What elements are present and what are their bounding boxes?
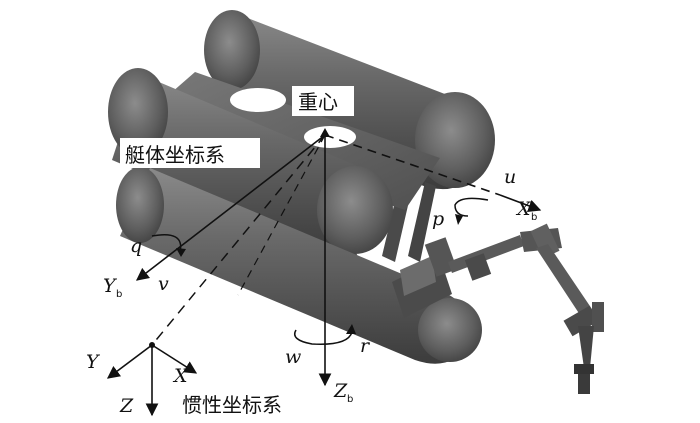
origin-connector bbox=[151, 134, 326, 346]
inertial-x-label: X bbox=[172, 365, 189, 387]
r-rotation-arc bbox=[294, 329, 353, 345]
inertial-z-label: Z bbox=[119, 395, 134, 417]
zb-label: Z bbox=[333, 380, 348, 402]
v-label: v bbox=[158, 273, 169, 295]
xb-label: X bbox=[515, 198, 532, 220]
inertial-y-label: Y bbox=[86, 351, 101, 373]
inertial-x-axis bbox=[151, 344, 198, 374]
yb-subscript: b bbox=[116, 289, 122, 300]
xb-subscript: b bbox=[531, 212, 537, 223]
manipulator-arm bbox=[392, 223, 604, 394]
p-label: p bbox=[432, 208, 444, 230]
xb-axis-tip bbox=[499, 194, 542, 212]
top-hatch-opening-rear bbox=[230, 88, 286, 112]
center-of-gravity-label: 重心 bbox=[298, 90, 338, 114]
body-frame-label: 艇体坐标系 bbox=[125, 143, 225, 167]
zb-subscript: b bbox=[347, 394, 353, 405]
lower-float bbox=[116, 167, 482, 364]
cog-marker bbox=[320, 128, 330, 137]
p-rotation-arc bbox=[454, 197, 489, 217]
inertial-frame-axes bbox=[106, 342, 198, 417]
xb-axis-hidden bbox=[324, 134, 501, 196]
w-label: w bbox=[285, 346, 301, 368]
yb-axis bbox=[135, 134, 326, 281]
r-label: r bbox=[360, 335, 371, 357]
u-label: u bbox=[504, 166, 516, 188]
cog-label-bg bbox=[292, 86, 354, 116]
q-label: q bbox=[130, 235, 142, 257]
inertial-frame-label: 惯性坐标系 bbox=[182, 393, 282, 417]
inertial-y-axis bbox=[106, 344, 153, 379]
body-frame-axes bbox=[135, 128, 542, 387]
body-frame-label-bg bbox=[120, 138, 260, 168]
yb-label: Y bbox=[103, 275, 118, 297]
